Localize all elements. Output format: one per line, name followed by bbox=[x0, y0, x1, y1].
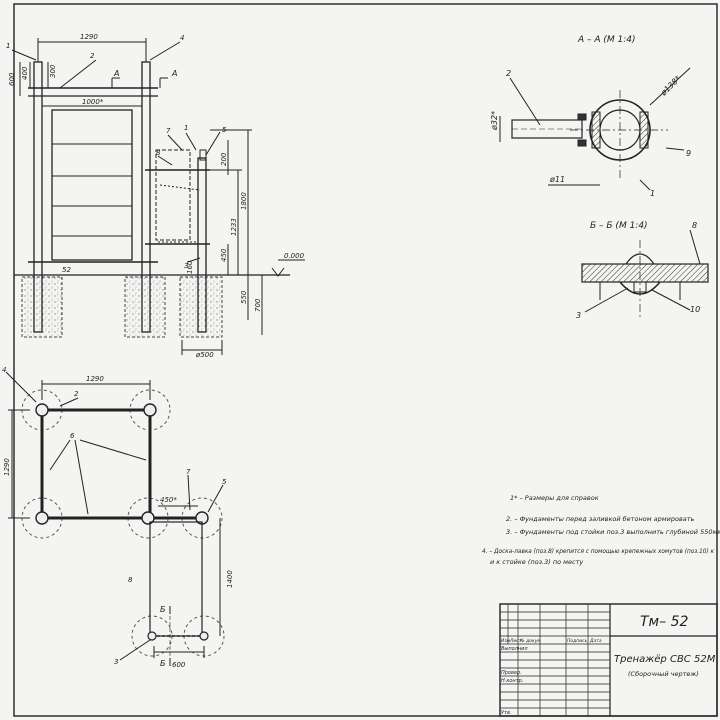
title-block-texts: Тм– 52 Тренажёр СВС 52М (Сборочный черте… bbox=[501, 614, 716, 716]
section-a-mark: A bbox=[113, 69, 119, 78]
callout: 6 bbox=[70, 432, 75, 440]
level-mark: 0.000 bbox=[284, 252, 305, 260]
dim-450: 450 bbox=[220, 248, 228, 262]
drawing-name: Тренажёр СВС 52М bbox=[614, 654, 716, 665]
dim-200: 200 bbox=[220, 152, 228, 166]
dim-11: ø11 bbox=[549, 175, 565, 184]
callout: 5 bbox=[222, 478, 227, 486]
elevation-view bbox=[11, 38, 305, 355]
callout: 4 bbox=[2, 366, 6, 374]
callout: 8 bbox=[156, 149, 161, 157]
note-line: 2. – Фундаменты перед заливкой бетоном а… bbox=[506, 515, 695, 523]
notes-block: 1* – Размеры для справок 2. – Фундаменты… bbox=[482, 494, 720, 566]
tb-header: Подпись bbox=[567, 638, 588, 644]
note-line: 1* – Размеры для справок bbox=[510, 494, 599, 502]
tb-header: Изм bbox=[501, 638, 511, 644]
callout: 9 bbox=[686, 149, 691, 158]
dim-52: 52 bbox=[62, 266, 71, 274]
section-aa-view bbox=[499, 67, 691, 191]
tb-row: Утв. bbox=[501, 710, 512, 716]
dim-600: 600 bbox=[8, 72, 16, 86]
tb-header: Лист bbox=[509, 638, 522, 644]
tb-header: № докум bbox=[519, 638, 541, 644]
dim-32: ø32* bbox=[490, 111, 499, 131]
section-a-mark: A bbox=[171, 69, 177, 78]
dim-plan-1290: 1290 bbox=[86, 375, 104, 383]
foundation bbox=[179, 276, 223, 338]
dim-600: 600 bbox=[172, 661, 186, 669]
callout: 1 bbox=[650, 189, 655, 198]
foundation bbox=[124, 276, 166, 338]
callout: 5 bbox=[222, 126, 227, 134]
dim-550: 550 bbox=[240, 290, 248, 304]
drawing-code: Тм– 52 bbox=[640, 614, 688, 630]
dim-1800: 1800 bbox=[240, 192, 248, 210]
dim-1233: 1233 bbox=[230, 218, 238, 236]
callout: 7 bbox=[186, 468, 191, 476]
dim-450: 450* bbox=[160, 496, 177, 504]
tb-row: Провер. bbox=[501, 670, 522, 676]
section-aa-title: А – А (М 1:4) bbox=[577, 35, 636, 45]
callout: 2 bbox=[74, 390, 79, 398]
section-b-mark: Б bbox=[160, 605, 166, 614]
callout: 3 bbox=[184, 262, 188, 270]
callout: 4 bbox=[180, 34, 184, 42]
dim-138: ø138* bbox=[658, 74, 682, 98]
dim-160: 160 bbox=[186, 260, 194, 274]
dim-plan-1290-left: 1290 bbox=[3, 458, 11, 476]
callout: 2 bbox=[506, 69, 511, 78]
section-b-mark: Б bbox=[160, 659, 166, 668]
note-line: и к стойке (поз.3) по месту bbox=[490, 558, 583, 566]
section-aa-texts: А – А (М 1:4) ø138* ø32* ø11 2 9 1 bbox=[490, 35, 691, 198]
title-block bbox=[499, 603, 718, 717]
callout: 3 bbox=[576, 311, 581, 320]
note-line: 3. – Фундаменты под стойки поз.3 выполни… bbox=[506, 528, 720, 536]
section-bb-view bbox=[581, 229, 709, 320]
dim-1290: 1290 bbox=[80, 33, 98, 41]
tb-row: Н.контр. bbox=[501, 678, 523, 684]
callout: 7 bbox=[166, 127, 171, 135]
callout: 8 bbox=[128, 576, 133, 584]
plan-view bbox=[5, 371, 225, 666]
callout: 10 bbox=[690, 305, 700, 314]
dim-1400: 1400 bbox=[226, 570, 234, 588]
drawing-subtitle: (Сборочный чертеж) bbox=[628, 670, 699, 678]
post bbox=[197, 157, 207, 333]
plan-texts: 1290 1290 450* 1400 600 Б Б 4 2 6 7 5 8 … bbox=[2, 366, 234, 669]
callout: 1 bbox=[6, 42, 10, 50]
dim-300: 300 bbox=[49, 64, 57, 78]
elevation-texts: 1290 1000* 600 400 300 200 1800 1233 450… bbox=[6, 33, 305, 359]
dim-1000: 1000* bbox=[82, 98, 104, 106]
dim-500: ø500 bbox=[195, 351, 214, 359]
sheet-frame bbox=[13, 3, 718, 717]
callout: 8 bbox=[692, 221, 697, 230]
section-bb-texts: Б – Б (М 1:4) 8 3 10 bbox=[576, 221, 700, 320]
tb-row: Выполнил bbox=[501, 646, 528, 652]
section-bb-title: Б – Б (М 1:4) bbox=[590, 221, 648, 231]
dim-400: 400 bbox=[21, 66, 29, 80]
dim-700: 700 bbox=[254, 298, 262, 312]
callout: 1 bbox=[184, 124, 188, 132]
note-line: 4. – Доска-лавка (поз.8) крепится с помо… bbox=[482, 547, 714, 555]
tb-header: Дата bbox=[589, 638, 602, 644]
callout: 2 bbox=[90, 52, 95, 60]
callout: 3 bbox=[114, 658, 118, 666]
